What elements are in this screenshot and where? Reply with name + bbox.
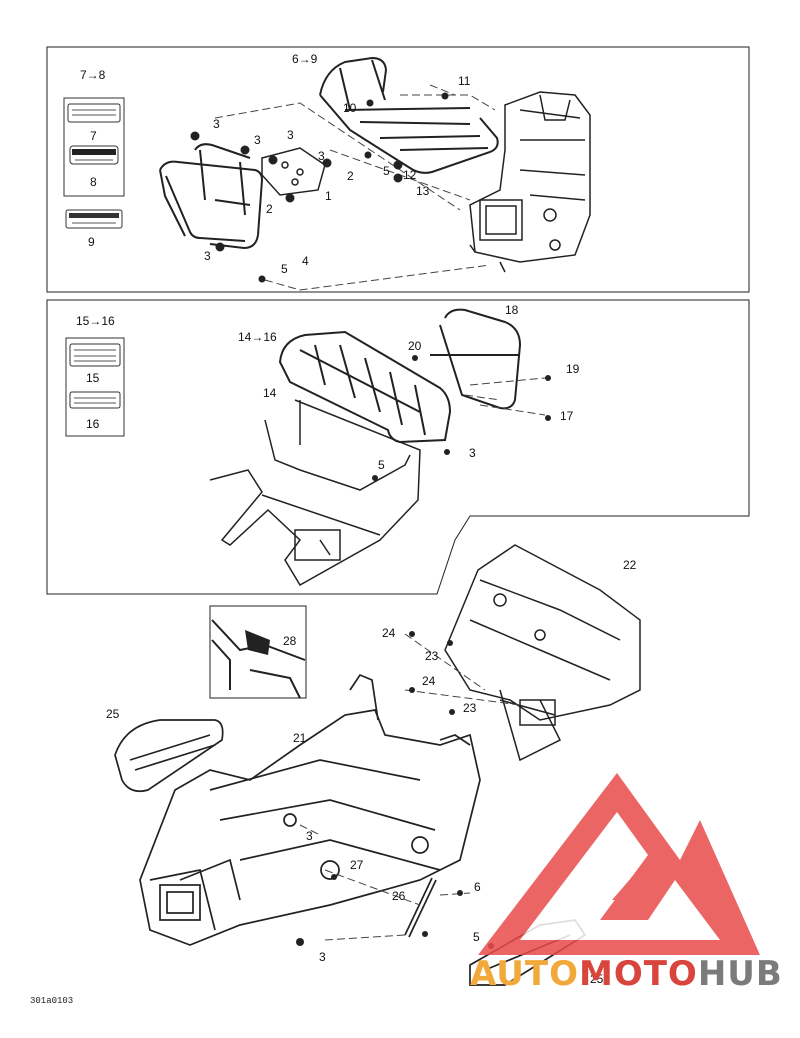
callout-3: 3 bbox=[287, 128, 294, 142]
range-label-7-8: 7→8 bbox=[80, 68, 106, 82]
watermark-wordmark: AUTOMOTOHUB bbox=[470, 954, 783, 994]
callout-5: 5 bbox=[473, 930, 480, 944]
front-upper-rack bbox=[319, 56, 499, 174]
callout-18: 18 bbox=[505, 303, 519, 317]
reference-code: 301a0103 bbox=[30, 996, 74, 1006]
callout-21: 21 bbox=[293, 731, 307, 745]
callout-23: 23 bbox=[463, 701, 477, 715]
callout-1: 1 bbox=[325, 189, 332, 203]
callout-15: 15 bbox=[86, 371, 100, 385]
front-bumper bbox=[159, 143, 264, 250]
callout-5: 5 bbox=[281, 262, 288, 276]
callout-6: 6 bbox=[474, 880, 481, 894]
callout-26: 26 bbox=[392, 889, 406, 903]
main-frame-panel bbox=[114, 544, 641, 986]
callout-25: 25 bbox=[106, 707, 120, 721]
callout-23: 23 bbox=[425, 649, 439, 663]
callout-8: 8 bbox=[90, 175, 97, 189]
callout-3: 3 bbox=[306, 829, 313, 843]
callout-2: 2 bbox=[266, 202, 273, 216]
callout-3: 3 bbox=[204, 249, 211, 263]
decal-box-15-16 bbox=[65, 337, 125, 437]
range-label-6-9: 6→9 bbox=[292, 52, 318, 66]
tie-rod bbox=[404, 877, 437, 938]
callout-14: 14 bbox=[263, 386, 277, 400]
front-footrest bbox=[114, 719, 224, 793]
decal-9 bbox=[65, 209, 123, 229]
callout-16: 16 bbox=[86, 417, 100, 431]
callout-11: 11 bbox=[458, 74, 471, 88]
callout-3: 3 bbox=[318, 149, 325, 163]
callout-labels: 7→8 6→9 3 3 3 3 1 2 2 4 5 3 5 10 11 12 1… bbox=[76, 52, 637, 986]
rear-subframe bbox=[444, 544, 641, 762]
callout-27: 27 bbox=[350, 858, 364, 872]
callout-10: 10 bbox=[343, 101, 357, 115]
callout-13: 13 bbox=[416, 184, 430, 198]
callout-19: 19 bbox=[566, 362, 580, 376]
callout-24: 24 bbox=[422, 674, 436, 688]
range-label-15-16: 15→16 bbox=[76, 314, 115, 328]
watermark-part-auto: AUTO bbox=[470, 954, 579, 994]
callout-3: 3 bbox=[469, 446, 476, 460]
callout-28: 28 bbox=[283, 634, 297, 648]
callout-24: 24 bbox=[382, 626, 396, 640]
callout-5: 5 bbox=[383, 164, 390, 178]
callout-25: 25 bbox=[590, 972, 604, 986]
rear-rack-panel bbox=[46, 299, 750, 595]
front-frame-assembly bbox=[469, 91, 591, 273]
rear-rack bbox=[278, 330, 452, 444]
callout-9: 9 bbox=[88, 235, 95, 249]
rear-grab-bar bbox=[430, 308, 522, 410]
callout-5: 5 bbox=[378, 458, 385, 472]
callout-3: 3 bbox=[213, 117, 220, 131]
range-label-14-16: 14→16 bbox=[238, 330, 277, 344]
inset-detail-28 bbox=[209, 605, 307, 699]
watermark-part-moto: MOTO bbox=[578, 954, 698, 994]
decal-box-7-8 bbox=[63, 97, 125, 197]
callout-7: 7 bbox=[90, 129, 97, 143]
rear-frame-section bbox=[209, 399, 421, 587]
callout-17: 17 bbox=[560, 409, 574, 423]
callout-2: 2 bbox=[347, 169, 354, 183]
callout-3: 3 bbox=[254, 133, 261, 147]
callout-22: 22 bbox=[623, 558, 637, 572]
front-rack-panel bbox=[46, 46, 750, 293]
watermark-logo bbox=[478, 773, 760, 955]
watermark-part-hub: HUB bbox=[697, 954, 783, 994]
callout-4: 4 bbox=[302, 254, 309, 268]
main-frame bbox=[139, 673, 481, 946]
callout-20: 20 bbox=[408, 339, 422, 353]
callout-3: 3 bbox=[319, 950, 326, 964]
callout-12: 12 bbox=[403, 168, 417, 182]
mount-plate bbox=[261, 147, 326, 196]
